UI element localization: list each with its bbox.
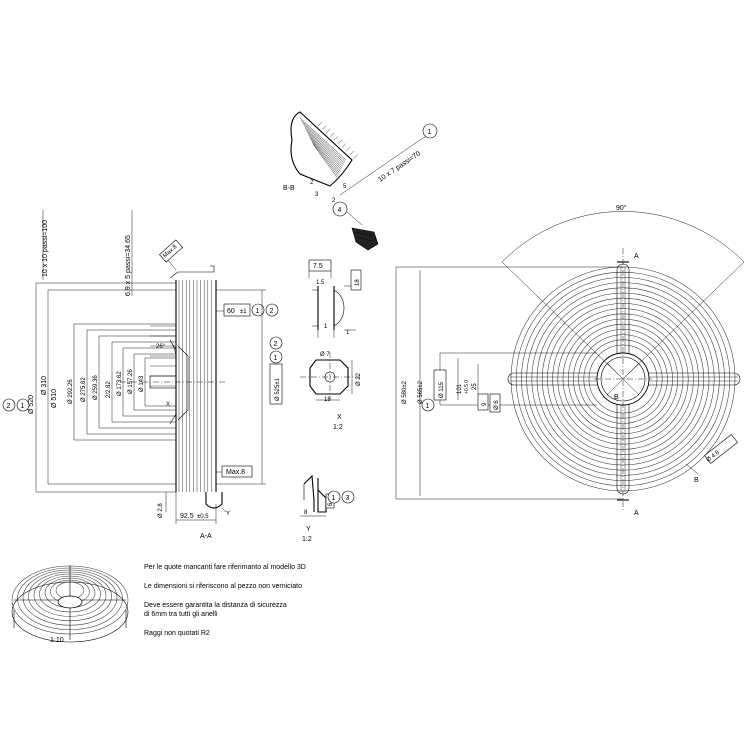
- front-label-a-bottom: A: [634, 510, 639, 517]
- aa-dim-y: Y: [226, 511, 230, 517]
- callout-circle: [332, 201, 348, 217]
- aa-callout-2-right: 2: [274, 341, 278, 348]
- ring-diameter-dim: Ø 292.26: [68, 379, 74, 404]
- note-safety-line-2: di 6mm tra tutti gli anelli: [144, 611, 218, 618]
- note-radii: Raggi non quotati R2: [144, 630, 210, 637]
- aa-angle-26: 26°: [156, 344, 166, 350]
- front-dim-565: Ø 565±2: [418, 380, 424, 404]
- note-unpainted: Le dimensioni si riferiscono al pezzo no…: [144, 583, 302, 590]
- front-dim-6: Ø 6: [494, 400, 500, 410]
- callout-circle: [422, 123, 438, 139]
- section-bb-detail: 10 x 7 passi=70 1 2 5 2 3 B-B 4: [283, 111, 438, 251]
- note-3d-reference: Per le quote mancanti fare riferimanto a…: [144, 564, 306, 571]
- detail-x: 7.5 1.5 18 1 1 Ø 7 Ø 22 18 X 1:2: [300, 259, 362, 431]
- guard-ring: [567, 323, 679, 435]
- y-dim-8: 8: [304, 510, 308, 516]
- y-scale: 1:2: [302, 536, 312, 543]
- callout-circle: [327, 490, 341, 504]
- aa-dim-60: 60: [227, 308, 235, 315]
- front-dim-580: Ø 580±2: [402, 380, 408, 404]
- y-label: Y: [306, 526, 311, 533]
- front-label-a-top: A: [634, 253, 639, 260]
- aa-dim-510-b: Ø 510: [51, 389, 58, 408]
- callout-circle: [269, 350, 283, 364]
- x-dim-7-5: 7.5: [313, 263, 323, 270]
- detail-y: 6 1 3 8 Y 1:2: [300, 474, 355, 543]
- aa-dim-310-b: Ø 310: [41, 376, 48, 395]
- ring-diameter-dim: Ø 275.82: [81, 377, 87, 402]
- ring-diameter-dim: Ø 259.36: [93, 375, 99, 400]
- x-label: X: [337, 414, 342, 421]
- front-dim-101: 101: [457, 383, 463, 394]
- bb-dim-c: 2: [332, 198, 336, 204]
- aa-max8-bottom: Max.8: [226, 469, 245, 476]
- aa-dim-rings-top: 10 x 10 passi=100: [42, 220, 49, 277]
- x-dim-7: Ø 7: [320, 352, 330, 358]
- bb-pitch-dim: 10 x 7 passi=70: [377, 150, 422, 183]
- guard-ring: [578, 334, 668, 424]
- aa-dim-2-8: Ø 2.8: [158, 503, 164, 518]
- x-dim-18-top: 18: [355, 279, 361, 286]
- aa-tol-60: ±1: [240, 309, 247, 315]
- front-dim-25: 25: [472, 383, 478, 390]
- x-dim-1b: 1: [346, 330, 350, 336]
- aa-callout-1-right: 1: [274, 355, 278, 362]
- aa-dim-92-5: 92.5: [180, 513, 194, 520]
- aa-dim-525: Ø 525±1: [275, 377, 281, 401]
- bb-dim-d: 3: [315, 192, 319, 198]
- drawing-notes: Per le quote mancanti fare riferimanto a…: [144, 563, 364, 648]
- callout-circle: [2, 398, 16, 412]
- note-safety-distance: Deve essere garantita la distanza di sic…: [144, 601, 364, 619]
- bb-callout-1: 1: [428, 129, 432, 136]
- callout-circle: [16, 398, 30, 412]
- front-dim-115: Ø 115: [439, 381, 445, 398]
- aa-dim-rings-mid: 6.9 x 5 passi=34.65: [125, 235, 132, 296]
- front-angle: 90°: [616, 204, 627, 212]
- y-callout-1: 1: [332, 495, 336, 502]
- front-tol-101: +0.5 0: [464, 380, 470, 394]
- front-view-guard: B 90° A A B Ø 4.8 Ø 580±2 Ø 565±2 1 Ø 11…: [395, 204, 745, 517]
- x-scale: 1:2: [333, 424, 343, 431]
- bb-callout-4: 4: [338, 207, 342, 214]
- aa-callout-2: 2: [270, 308, 274, 315]
- callout-circle: [421, 398, 435, 412]
- ring-diameter-dim: Ø 157.26: [128, 369, 134, 394]
- x-dim-1-5: 1.5: [316, 280, 325, 286]
- front-dim-9: 9: [482, 402, 488, 406]
- aa-dim-x: X: [166, 402, 170, 408]
- aa-callout-1-left: 1: [21, 403, 25, 410]
- callout-circle: [251, 303, 265, 317]
- iso-view-guard: [11, 565, 129, 643]
- aa-tol-92-5: ±0.5: [197, 514, 209, 520]
- aa-dim-520: Ø 520: [28, 395, 35, 414]
- ring-diameter-dim: Ø 173.62: [117, 371, 123, 396]
- ring-diameter-dim: 2/2.82: [106, 381, 112, 398]
- iso-scale: 1:10: [50, 637, 64, 644]
- aa-callout-1: 1: [256, 308, 260, 315]
- x-dim-18: 18: [324, 397, 331, 403]
- callout-circle: [265, 303, 279, 317]
- section-aa-view: Ø 292.26 Ø 275.82 Ø 259.36 2/2.82 Ø 173.62 Ø …: [2, 210, 283, 540]
- guard-ring: [557, 313, 689, 445]
- ring-diameter-dim: Ø 143: [139, 375, 145, 392]
- bb-dim-a: 2: [310, 180, 314, 186]
- aa-callout-2-left: 2: [7, 403, 11, 410]
- callout-circle: [269, 336, 283, 350]
- note-safety-line-1: Deve essere garantita la distanza di sic…: [144, 602, 287, 609]
- front-label-b-center: B: [614, 394, 619, 401]
- y-dim-6: 6: [328, 502, 334, 506]
- front-label-b-bottom: B: [694, 477, 699, 484]
- aa-title: A-A: [200, 533, 212, 540]
- x-dim-1a: 1: [324, 324, 328, 330]
- bb-dim-b: 5: [343, 184, 347, 190]
- bb-title: B-B: [283, 185, 295, 192]
- callout-circle: [341, 490, 355, 504]
- front-callout-1: 1: [426, 403, 430, 410]
- y-callout-3: 3: [346, 495, 350, 502]
- x-dim-22: Ø 22: [356, 372, 362, 386]
